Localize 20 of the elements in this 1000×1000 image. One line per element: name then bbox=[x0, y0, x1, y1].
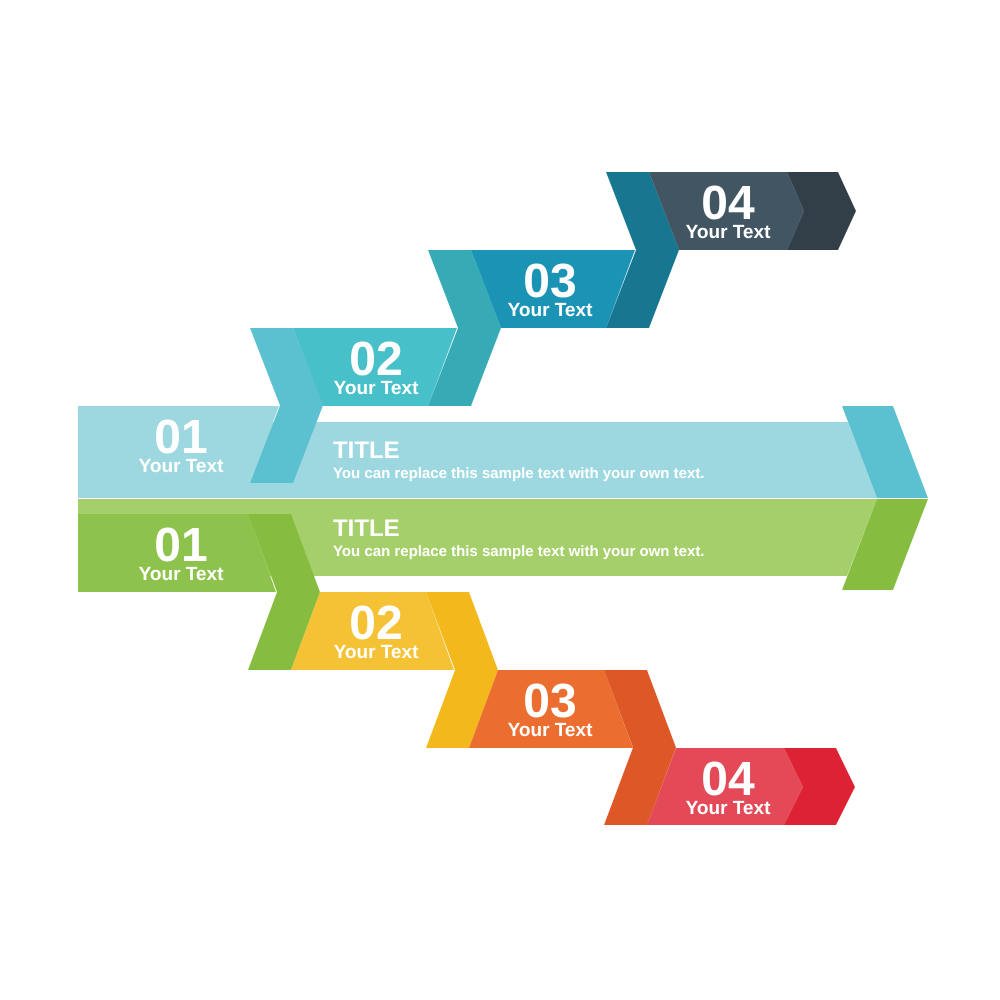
ribbon-fold bbox=[842, 499, 928, 590]
ribbon-step bbox=[78, 514, 276, 592]
ribbon-fold bbox=[248, 514, 320, 670]
ribbon-fold bbox=[842, 406, 928, 498]
ribbon-fold bbox=[606, 172, 679, 328]
ribbon-fold bbox=[604, 670, 676, 825]
ribbon-fold bbox=[428, 250, 501, 406]
ribbon-fold bbox=[426, 592, 498, 748]
ribbon-fold bbox=[250, 328, 323, 483]
banner-title: TITLE bbox=[333, 439, 400, 463]
banner-title: TITLE bbox=[333, 516, 400, 540]
banner-text: You can replace this sample text with your own text. bbox=[333, 544, 704, 558]
ribbon-step bbox=[78, 406, 279, 483]
ribbon-step bbox=[293, 328, 457, 406]
step-label: Your Text bbox=[138, 456, 224, 476]
ribbon-step bbox=[649, 172, 856, 250]
banner-text: You can replace this sample text with your own text. bbox=[333, 466, 704, 481]
ribbon-step bbox=[471, 250, 635, 328]
ribbon-step bbox=[647, 748, 855, 825]
ribbon-step bbox=[291, 592, 454, 670]
